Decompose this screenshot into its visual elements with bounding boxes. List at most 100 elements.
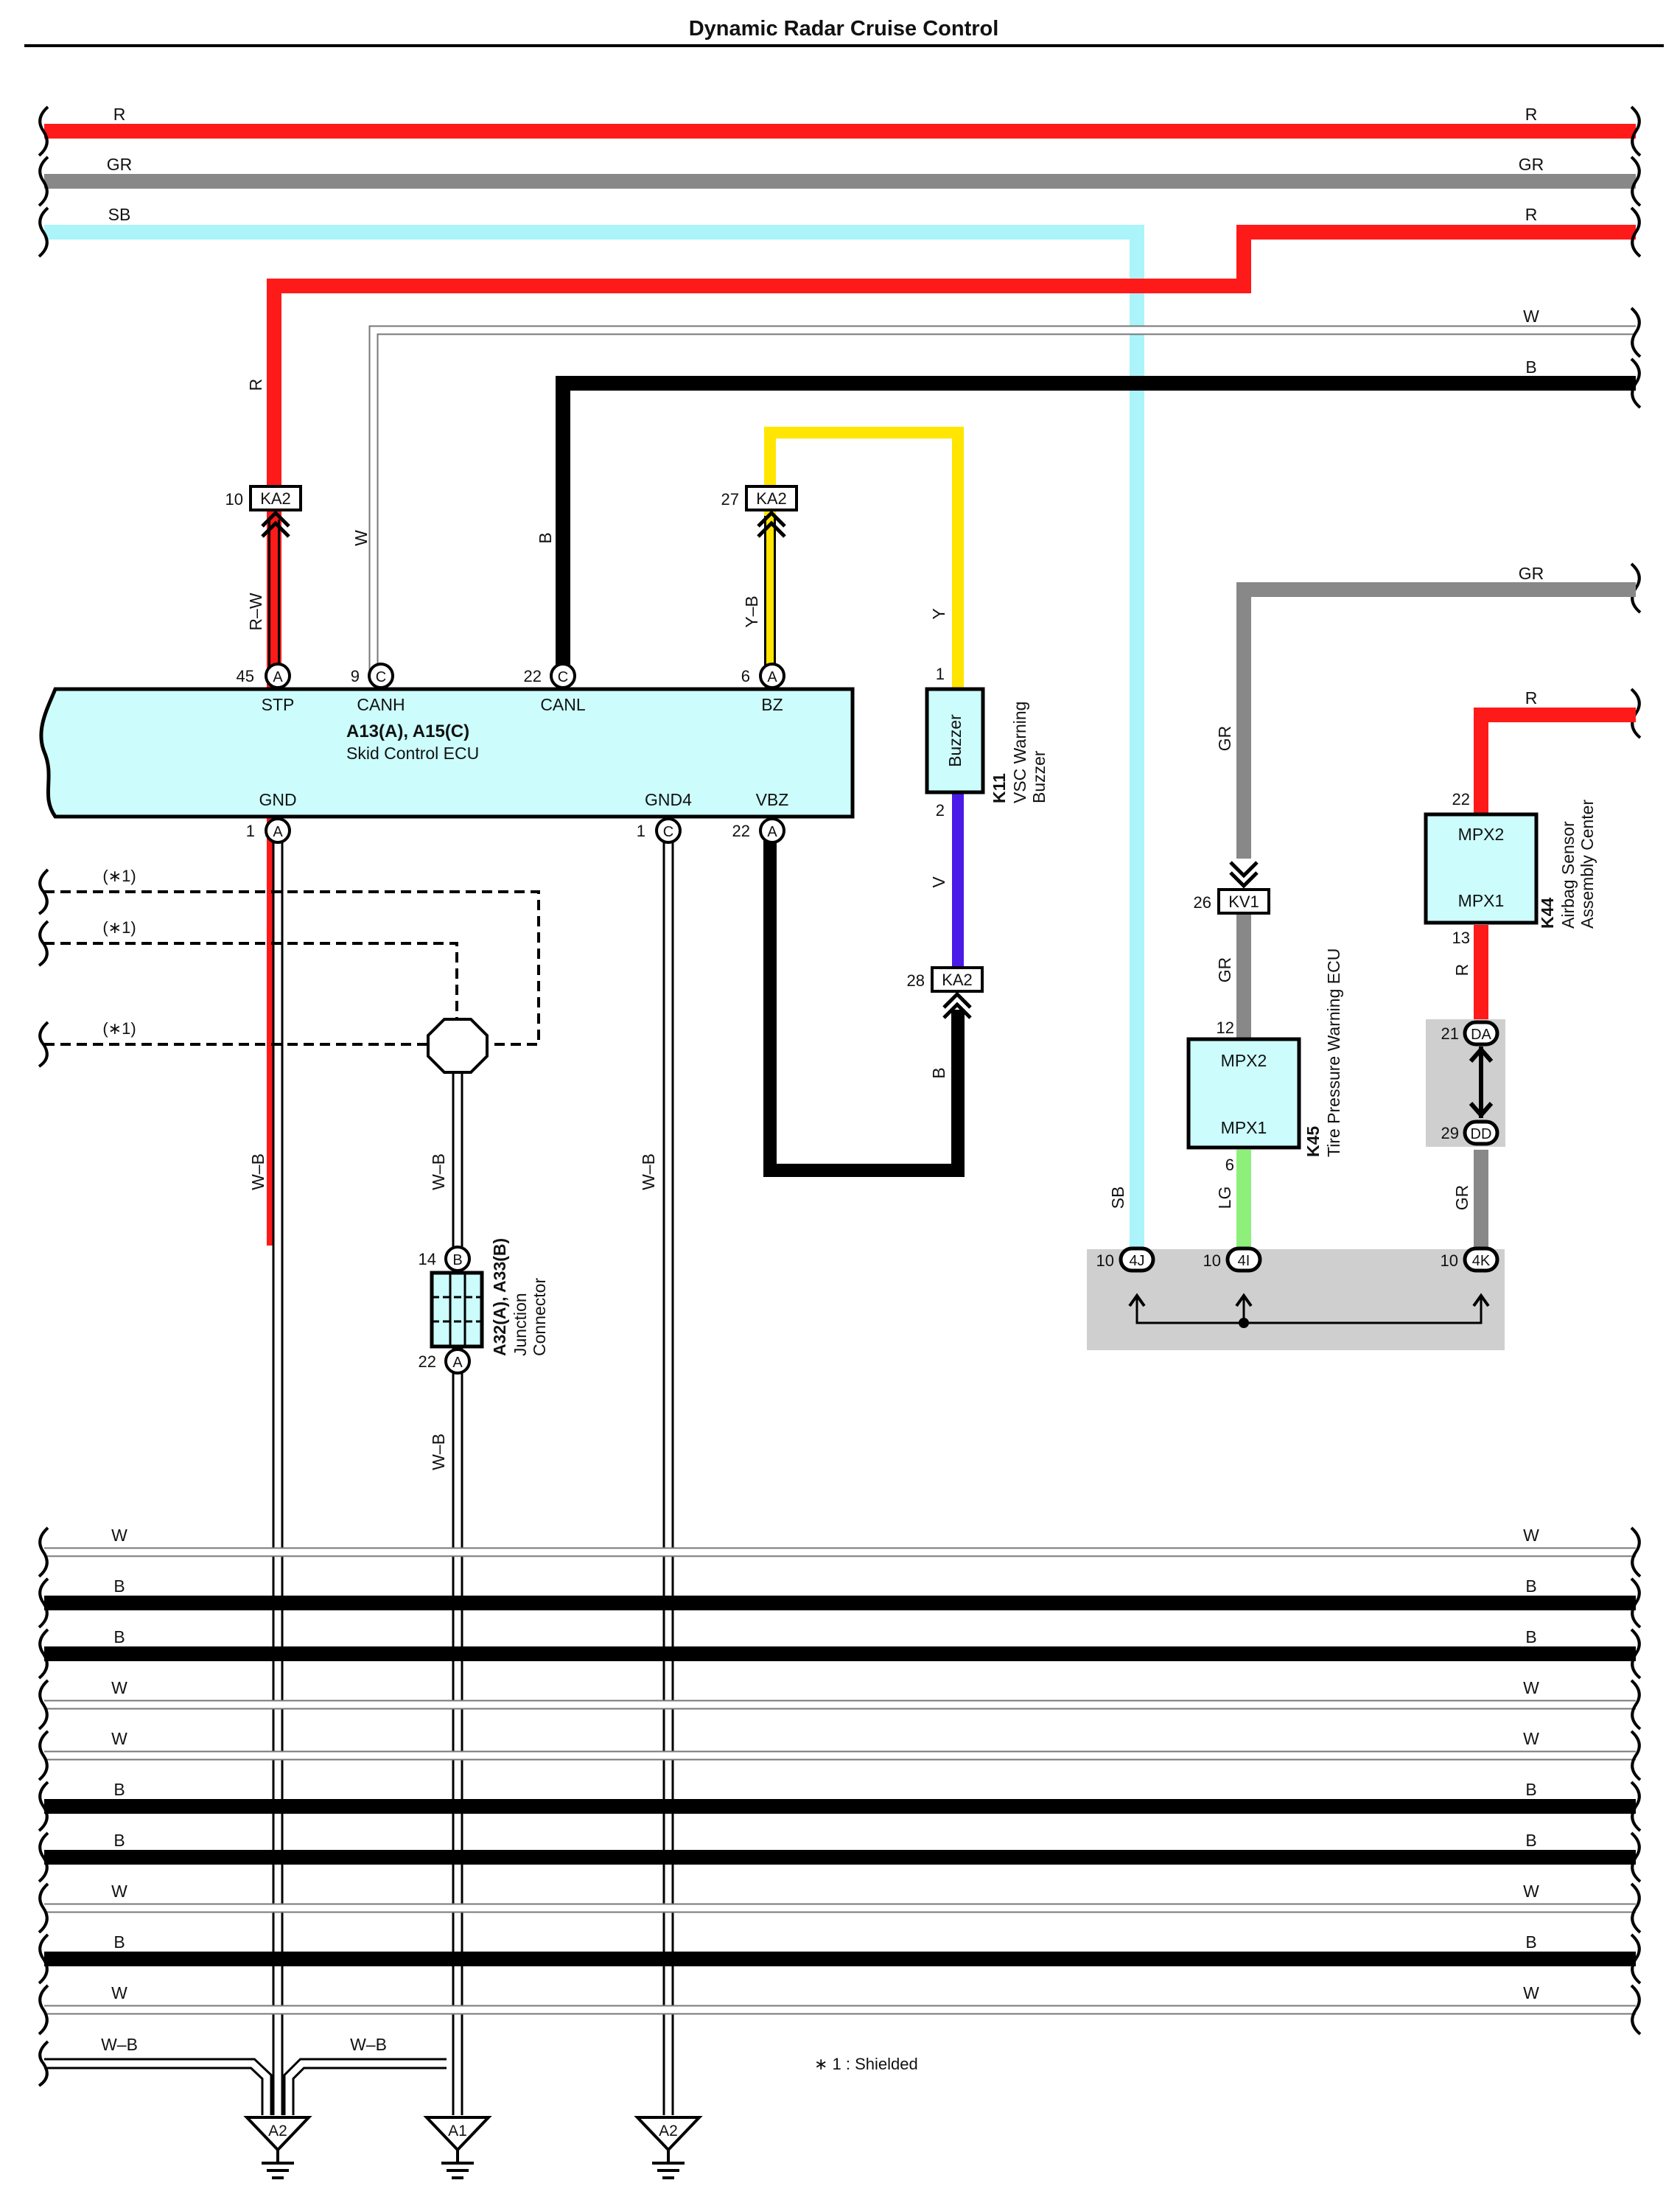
ground-a2-right: A2	[634, 2116, 703, 2179]
wire-break-left	[38, 105, 49, 258]
svg-text:GR: GR	[1519, 155, 1544, 174]
bottom-wire-label: B	[1525, 1627, 1536, 1646]
svg-text:29: 29	[1441, 1124, 1459, 1142]
svg-text:VSC Warning: VSC Warning	[1010, 702, 1029, 803]
wire-wb-bottom-mid: W–B	[283, 2035, 447, 2115]
svg-text:A32(A), A33(B): A32(A), A33(B)	[490, 1238, 509, 1356]
svg-text:R: R	[1525, 205, 1538, 224]
svg-text:22: 22	[732, 822, 750, 840]
bottom-wire-label: W	[111, 1526, 127, 1545]
svg-text:Buzzer: Buzzer	[1029, 750, 1049, 803]
svg-text:SB: SB	[108, 205, 131, 224]
svg-text:6: 6	[741, 667, 750, 685]
svg-text:K11: K11	[990, 773, 1009, 803]
footnote: ∗ 1 : Shielded	[814, 2055, 918, 2073]
ground-a1: A1	[423, 2116, 492, 2179]
svg-text:13: 13	[1452, 929, 1470, 947]
svg-text:R–W: R–W	[246, 593, 265, 630]
wire-y-buzzer	[764, 427, 964, 693]
bottom-wire-label: W	[1523, 1678, 1539, 1697]
svg-text:Y: Y	[929, 608, 948, 619]
svg-text:C: C	[558, 669, 568, 685]
ecu-pin-bz: A 6	[741, 663, 785, 689]
svg-text:MPX2: MPX2	[1458, 825, 1505, 844]
bottom-wire-label: W	[1523, 1729, 1539, 1748]
skid-control-ecu: A13(A), A15(C) Skid Control ECU STP CANH…	[39, 687, 855, 819]
connector-4j-4i-4k: 4J 10 4I 10 4K 10	[1096, 1246, 1499, 1328]
svg-text:22: 22	[1452, 790, 1470, 808]
bottom-wire-label: W	[1523, 1526, 1539, 1545]
svg-text:Junction: Junction	[511, 1293, 530, 1356]
wire-r-top: R R	[44, 105, 1636, 139]
ecu-desc: Skid Control ECU	[346, 744, 479, 763]
svg-text:W: W	[351, 530, 371, 546]
bottom-wire-label: B	[1525, 1932, 1536, 1952]
svg-text:1: 1	[246, 822, 255, 840]
wire-wb-bottom-left: W–B	[38, 2035, 273, 2115]
svg-text:22: 22	[524, 667, 542, 685]
svg-text:W–B: W–B	[429, 1433, 448, 1470]
svg-text:R: R	[246, 379, 265, 391]
ecu-pin-gnd: A 1	[246, 817, 291, 844]
shield-lines	[44, 890, 540, 1046]
svg-text:Y–B: Y–B	[742, 595, 761, 627]
svg-text:R: R	[1525, 105, 1538, 124]
svg-text:28: 28	[907, 971, 925, 990]
svg-text:GND4: GND4	[645, 790, 692, 809]
svg-text:C: C	[376, 669, 386, 685]
svg-text:B: B	[452, 1252, 462, 1268]
shield-label-1: (∗1)	[102, 867, 136, 885]
svg-text:B: B	[929, 1067, 948, 1078]
svg-text:GR: GR	[107, 155, 133, 174]
svg-text:GND: GND	[259, 790, 296, 809]
svg-text:27: 27	[721, 490, 739, 509]
ecu-pin-canl: C 22	[524, 663, 576, 689]
svg-text:10: 10	[1441, 1251, 1458, 1270]
svg-text:GR: GR	[1452, 1185, 1471, 1211]
svg-text:1: 1	[936, 665, 945, 683]
shield-splice-octagon	[427, 1018, 489, 1074]
svg-text:W: W	[1523, 307, 1539, 326]
svg-text:Airbag Sensor: Airbag Sensor	[1558, 821, 1578, 929]
bottom-wire-label: W	[111, 1678, 127, 1697]
svg-text:10: 10	[1096, 1251, 1114, 1270]
wire-b-vbz	[763, 833, 965, 1177]
bottom-wire-label: B	[113, 1627, 125, 1646]
svg-text:CANH: CANH	[357, 695, 405, 714]
bottom-wire-label: B	[1525, 1831, 1536, 1850]
svg-text:KA2: KA2	[260, 489, 291, 508]
svg-text:K44: K44	[1538, 898, 1557, 929]
airbag-sensor-assembly: MPX2 MPX1 22 13 K44 Airbag Sensor Assemb…	[1424, 790, 1597, 947]
bottom-connector-shade	[1087, 1249, 1505, 1350]
svg-text:KA2: KA2	[756, 489, 787, 508]
tire-pressure-warning-ecu: MPX2 MPX1 12 6 K45 Tire Pressure Warning…	[1186, 949, 1343, 1174]
ground-a2-left: A2	[243, 2116, 312, 2179]
svg-text:KA2: KA2	[942, 971, 973, 989]
page-title: Dynamic Radar Cruise Control	[689, 17, 999, 41]
bottom-wire-label: W	[1523, 1882, 1539, 1901]
svg-text:9: 9	[351, 667, 360, 685]
ecu-pin-stp: A 45	[237, 663, 291, 689]
svg-text:C: C	[663, 824, 673, 840]
svg-text:4K: 4K	[1472, 1253, 1491, 1269]
svg-text:CANL: CANL	[540, 695, 586, 714]
bottom-wire-label: B	[113, 1831, 125, 1850]
wire-w-canh: W	[368, 307, 1636, 674]
bottom-wire-label: B	[113, 1932, 125, 1952]
wire-break-right	[1630, 105, 1642, 739]
svg-text:DD: DD	[1471, 1126, 1492, 1142]
wire-b-canl: B	[556, 357, 1636, 674]
bottom-wire-label: W	[111, 1983, 127, 2002]
svg-text:Buzzer: Buzzer	[945, 714, 965, 767]
svg-text:B: B	[536, 532, 555, 543]
svg-text:KV1: KV1	[1228, 893, 1259, 911]
